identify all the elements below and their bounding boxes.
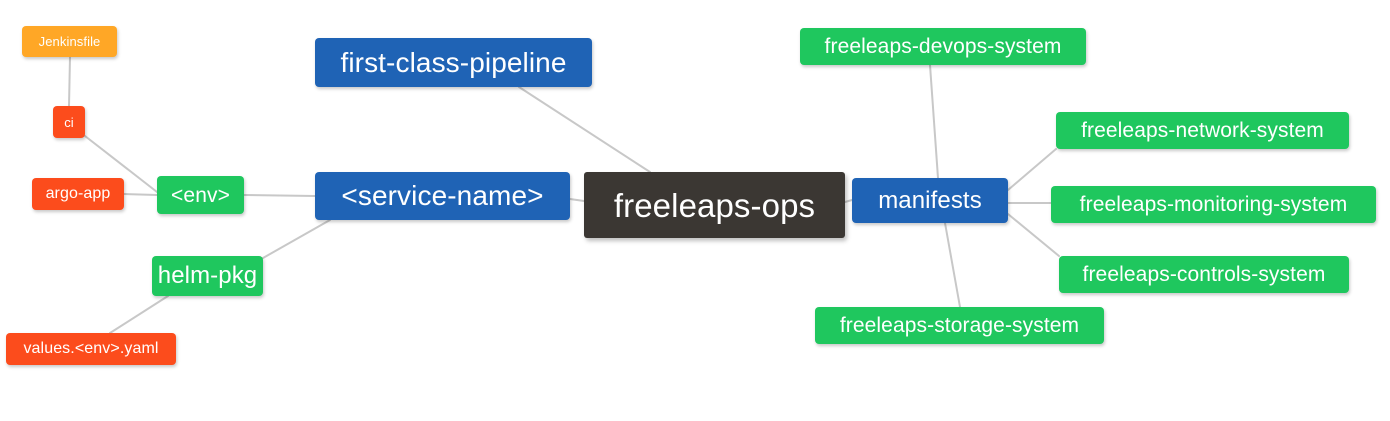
node-freeleaps-devops-system[interactable]: freeleaps-devops-system <box>800 28 1086 65</box>
edge-service-name-to-freeleaps-ops <box>569 198 585 202</box>
node-label-manifests: manifests <box>878 186 982 214</box>
edge-manifests-to-freeleaps-devops-system <box>929 64 939 179</box>
node-label-env: <env> <box>171 183 230 207</box>
edge-first-class-pipeline-to-freeleaps-ops <box>518 86 651 173</box>
edge-manifests-to-freeleaps-storage-system <box>944 222 961 308</box>
edge-jenkinsfile-to-ci <box>68 56 71 107</box>
edge-service-name-to-helm-pkg <box>262 219 331 259</box>
node-freeleaps-monitoring-system[interactable]: freeleaps-monitoring-system <box>1051 186 1376 223</box>
node-ci[interactable]: ci <box>53 106 85 138</box>
edge-argo-app-to-env <box>123 193 158 196</box>
node-helm-pkg[interactable]: helm-pkg <box>152 256 263 296</box>
node-env[interactable]: <env> <box>157 176 244 214</box>
node-label-freeleaps-monitoring-system: freeleaps-monitoring-system <box>1079 193 1348 216</box>
node-freeleaps-controls-system[interactable]: freeleaps-controls-system <box>1059 256 1349 293</box>
node-first-class-pipeline[interactable]: first-class-pipeline <box>315 38 592 87</box>
node-freeleaps-ops[interactable]: freeleaps-ops <box>584 172 845 238</box>
node-label-ci: ci <box>64 114 74 130</box>
node-service-name[interactable]: <service-name> <box>315 172 570 220</box>
node-label-freeleaps-network-system: freeleaps-network-system <box>1081 119 1324 142</box>
node-argo-app[interactable]: argo-app <box>32 178 124 210</box>
edge-helm-pkg-to-values-yaml <box>109 295 169 334</box>
edge-env-to-service-name <box>243 194 316 197</box>
edge-freeleaps-ops-to-manifests <box>844 199 853 203</box>
node-values-yaml[interactable]: values.<env>.yaml <box>6 333 176 365</box>
node-label-helm-pkg: helm-pkg <box>157 262 258 289</box>
node-label-freeleaps-devops-system: freeleaps-devops-system <box>824 35 1062 58</box>
node-jenkinsfile[interactable]: Jenkinsfile <box>22 26 117 57</box>
node-label-freeleaps-controls-system: freeleaps-controls-system <box>1082 263 1326 286</box>
node-label-first-class-pipeline: first-class-pipeline <box>340 46 567 78</box>
node-label-values-yaml: values.<env>.yaml <box>23 340 159 357</box>
node-label-service-name: <service-name> <box>341 180 544 211</box>
node-freeleaps-storage-system[interactable]: freeleaps-storage-system <box>815 307 1104 344</box>
node-label-freeleaps-storage-system: freeleaps-storage-system <box>839 314 1080 337</box>
node-label-argo-app: argo-app <box>45 185 111 202</box>
node-label-freeleaps-ops: freeleaps-ops <box>613 186 816 224</box>
edge-manifests-to-freeleaps-network-system <box>1007 148 1057 191</box>
node-label-jenkinsfile: Jenkinsfile <box>38 34 101 49</box>
node-freeleaps-network-system[interactable]: freeleaps-network-system <box>1056 112 1349 149</box>
node-manifests[interactable]: manifests <box>852 178 1008 223</box>
